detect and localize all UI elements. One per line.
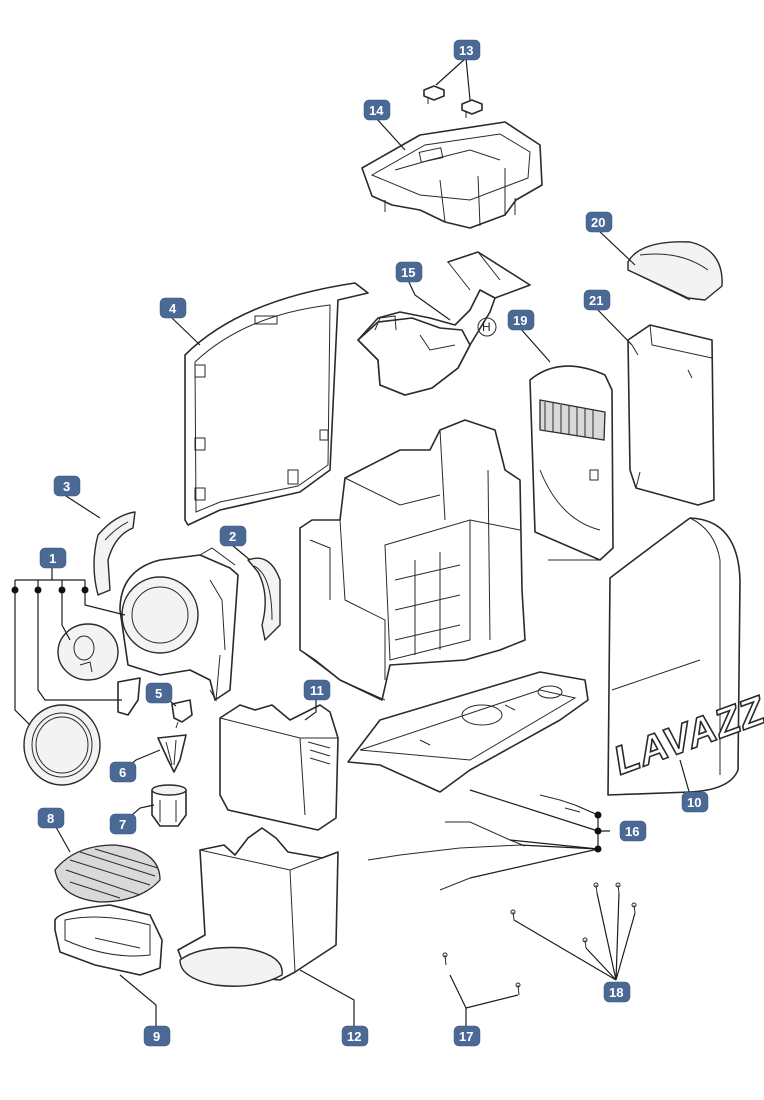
part-1-disc: [57, 623, 119, 681]
part-16-bottom-plate: [347, 671, 589, 793]
callout-1-label: 1: [49, 551, 56, 566]
callout-16: 16: [619, 820, 647, 842]
callout-21: 21: [583, 289, 611, 311]
callout-7-label: 7: [119, 817, 126, 832]
part-16-wires: [367, 794, 581, 891]
callout-11: 11: [303, 679, 331, 701]
part-4-side-panel: [184, 282, 369, 526]
callout-13: 13: [453, 39, 481, 61]
callout-2: 2: [219, 525, 247, 547]
part-7-valve: [151, 784, 187, 827]
callout-8-label: 8: [47, 811, 54, 826]
part-21-water-tank: [627, 324, 715, 506]
part-10-front-cover: LAVAZZA: [607, 517, 764, 796]
callout-5-label: 5: [155, 686, 162, 701]
callout-20: 20: [585, 211, 613, 233]
callout-12-label: 12: [347, 1029, 361, 1044]
callout-19: 19: [507, 309, 535, 331]
marker-h: H: [477, 317, 497, 337]
callout-3-label: 3: [63, 479, 70, 494]
part-17-pins: [442, 952, 521, 996]
part-19-rear-panel: [529, 365, 614, 561]
callout-20-label: 20: [591, 215, 605, 230]
leader-lines: [14, 57, 695, 1034]
callout-4-label: 4: [169, 301, 177, 316]
callout-18: 18: [603, 981, 631, 1003]
part-13-clips: [423, 85, 483, 118]
main-chassis: [299, 419, 526, 701]
callout-1: 1: [39, 547, 67, 569]
callout-6: 6: [109, 761, 137, 783]
callout-3: 3: [53, 475, 81, 497]
callout-21-label: 21: [589, 293, 603, 308]
callout-19-label: 19: [513, 313, 527, 328]
callout-10: 10: [681, 791, 709, 813]
callout-18-label: 18: [609, 985, 623, 1000]
callout-16-label: 16: [625, 824, 639, 839]
marker-h-label: H: [482, 320, 491, 334]
callout-9: 9: [143, 1025, 171, 1047]
callout-5: 5: [145, 682, 173, 704]
callout-14-label: 14: [369, 103, 384, 118]
callout-14: 14: [363, 99, 391, 121]
part-1-brew-front: [119, 547, 239, 702]
callout-15-label: 15: [401, 265, 415, 280]
callout-8: 8: [37, 807, 65, 829]
callout-17: 17: [453, 1025, 481, 1047]
callout-9-label: 9: [153, 1029, 160, 1044]
part-11-capsule-bin: [219, 704, 339, 831]
part-5-connector: [171, 699, 193, 729]
part-2-guide: [247, 557, 281, 641]
callout-11-label: 11: [310, 683, 324, 698]
part-3-guide: [93, 511, 136, 596]
part-18-pins: [510, 882, 637, 949]
part-14-top-cover: [361, 121, 543, 229]
part-15-water-channel: [357, 251, 531, 396]
part-8-drip-grid: [54, 844, 161, 903]
part-6-needle: [157, 734, 187, 773]
part-9-drip-tray: [54, 904, 163, 976]
part-20-lid: [627, 241, 723, 301]
part-12-base: [177, 827, 339, 987]
callout-6-label: 6: [119, 765, 126, 780]
bracket-dots: [11, 586, 602, 853]
callout-13-label: 13: [459, 43, 473, 58]
callout-17-label: 17: [459, 1029, 473, 1044]
callout-15: 15: [395, 261, 423, 283]
callout-10-label: 10: [687, 795, 701, 810]
callout-2-label: 2: [229, 529, 236, 544]
part-1-ring: [23, 704, 101, 786]
callout-4: 4: [159, 297, 187, 319]
callout-12: 12: [341, 1025, 369, 1047]
callout-7: 7: [109, 813, 137, 835]
part-1-spout: [117, 677, 141, 716]
